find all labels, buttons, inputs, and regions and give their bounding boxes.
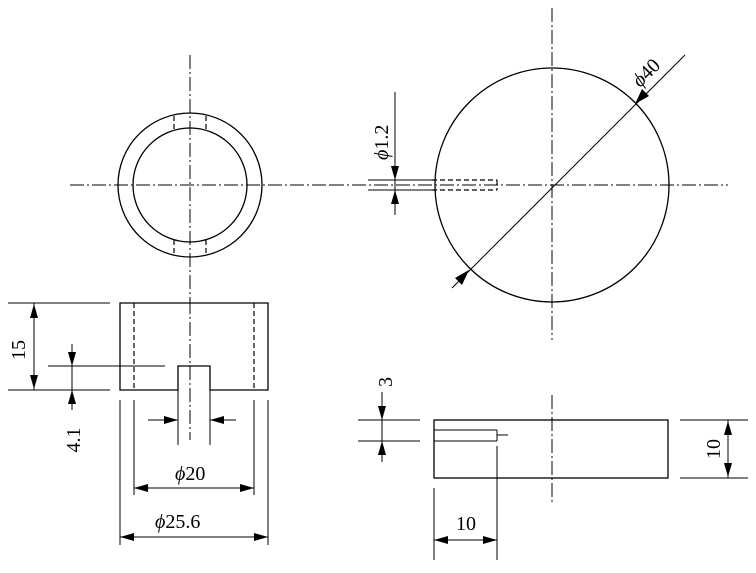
dimension-dia-20: ϕ20 <box>133 400 255 495</box>
ring-front-view <box>119 300 269 440</box>
dimension-label-10-right: 10 <box>703 439 725 459</box>
dimension-label-dia-1-2: ϕ1.2 <box>371 125 393 160</box>
dimension-dia-1-2: ϕ1.2 <box>368 92 432 215</box>
disk-hole-hidden-lines <box>432 179 498 191</box>
dimension-length-10: 10 <box>433 446 498 560</box>
dimension-label-4-1: 4.1 <box>63 428 85 453</box>
disk-front-view <box>433 395 669 505</box>
dimension-dia-25-6: ϕ25.6 <box>119 400 269 545</box>
dimension-hole-3: 3 <box>358 377 420 462</box>
ring-front-outline <box>119 302 269 391</box>
disk-top-view <box>330 8 728 340</box>
dimension-label-10-bottom: 10 <box>456 513 476 535</box>
dimension-label-3: 3 <box>375 377 397 387</box>
dimension-slot-width <box>148 390 236 445</box>
disk-front-outline <box>433 419 669 479</box>
dimension-slot-4-1: 4.1 <box>48 344 165 453</box>
ring-slot-hidden-lines <box>173 116 207 255</box>
disk-front-hole <box>434 429 508 442</box>
dimension-height-15: 15 <box>8 302 110 391</box>
ring-top-view <box>70 55 330 300</box>
dimension-label-dia-40: ϕ40 <box>628 55 665 92</box>
dimension-label-15: 15 <box>8 340 30 360</box>
dimension-label-dia-25-6: ϕ25.6 <box>155 511 200 533</box>
dimension-label-dia-20: ϕ20 <box>175 463 205 485</box>
dimension-height-10: 10 <box>680 419 748 479</box>
dimension-dia-40: ϕ40 <box>451 55 686 289</box>
